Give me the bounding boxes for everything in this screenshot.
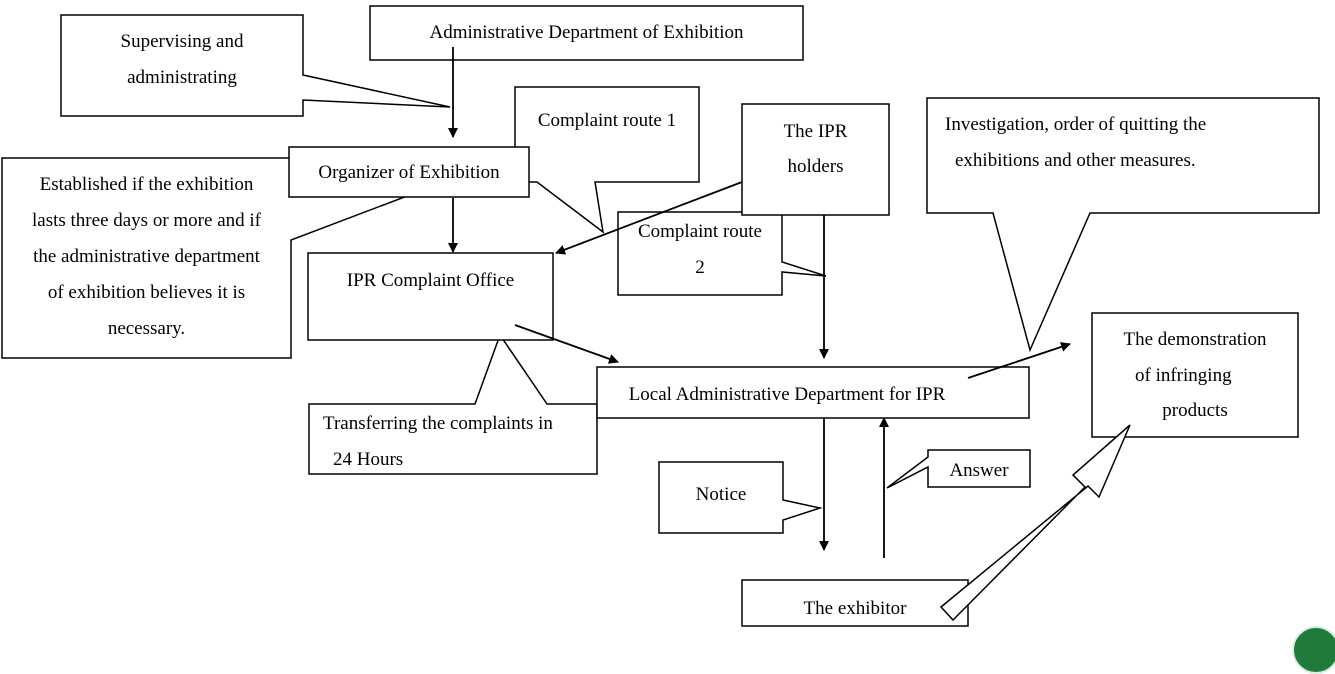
label-supervising-2: administrating bbox=[127, 67, 237, 88]
callout-supervising bbox=[60, 14, 451, 117]
label-supervising-1: Supervising and bbox=[120, 31, 244, 52]
label-established-4: of exhibition believes it is bbox=[47, 282, 246, 303]
label-answer: Answer bbox=[949, 460, 1009, 481]
label-organizer: Organizer of Exhibition bbox=[318, 162, 500, 183]
label-notice: Notice bbox=[695, 484, 747, 505]
label-complaint-route-2a: Complaint route bbox=[637, 221, 762, 242]
box-ipr-holders bbox=[741, 103, 890, 216]
label-local-dept: Local Administrative Department for IPR bbox=[628, 384, 946, 405]
callout-investigation bbox=[926, 97, 1320, 353]
label-established-1: Established if the exhibition bbox=[39, 174, 254, 195]
callout-transferring bbox=[308, 333, 598, 475]
seal-logo-icon bbox=[1292, 626, 1335, 674]
box-local-dept bbox=[596, 366, 1030, 419]
label-complaint-route-2b: 2 bbox=[695, 257, 705, 278]
label-ipr-holders-2: holders bbox=[787, 156, 844, 177]
box-organizer bbox=[288, 146, 530, 198]
label-admin-dept: Administrative Department of Exhibition bbox=[429, 22, 744, 43]
arrow-local-to-demo bbox=[967, 342, 1071, 379]
label-ipr-office: IPR Complaint Office bbox=[346, 270, 515, 291]
flow-diagram bbox=[1, 5, 1320, 627]
label-investigation-2: exhibitions and other measures. bbox=[955, 150, 1196, 171]
box-ipr-office bbox=[307, 252, 554, 341]
label-demo-2: of infringing bbox=[1135, 365, 1232, 386]
label-transferring-1: Transferring the complaints in bbox=[323, 413, 553, 434]
label-demo-3: products bbox=[1162, 400, 1228, 421]
arrow-holders-to-office bbox=[555, 181, 743, 255]
label-demo-1: The demonstration bbox=[1123, 329, 1267, 350]
box-admin-dept bbox=[369, 5, 804, 61]
callout-answer bbox=[886, 449, 1031, 489]
label-transferring-2: 24 Hours bbox=[333, 449, 404, 470]
label-investigation-1: Investigation, order of quitting the bbox=[945, 114, 1207, 135]
arrow-office-to-local bbox=[514, 324, 619, 364]
label-established-2: lasts three days or more and if bbox=[32, 210, 261, 231]
box-demonstration bbox=[1091, 312, 1299, 438]
label-established-3: the administrative department bbox=[33, 246, 260, 267]
callout-notice bbox=[658, 461, 823, 534]
label-complaint-route-1: Complaint route 1 bbox=[537, 110, 677, 131]
label-ipr-holders-1: The IPR bbox=[783, 121, 848, 142]
callout-complaint-route-2 bbox=[617, 211, 827, 296]
box-exhibitor bbox=[741, 579, 969, 627]
hollow-arrow bbox=[939, 424, 1131, 622]
label-exhibitor: The exhibitor bbox=[803, 598, 907, 619]
label-established-5: necessary. bbox=[107, 318, 186, 339]
